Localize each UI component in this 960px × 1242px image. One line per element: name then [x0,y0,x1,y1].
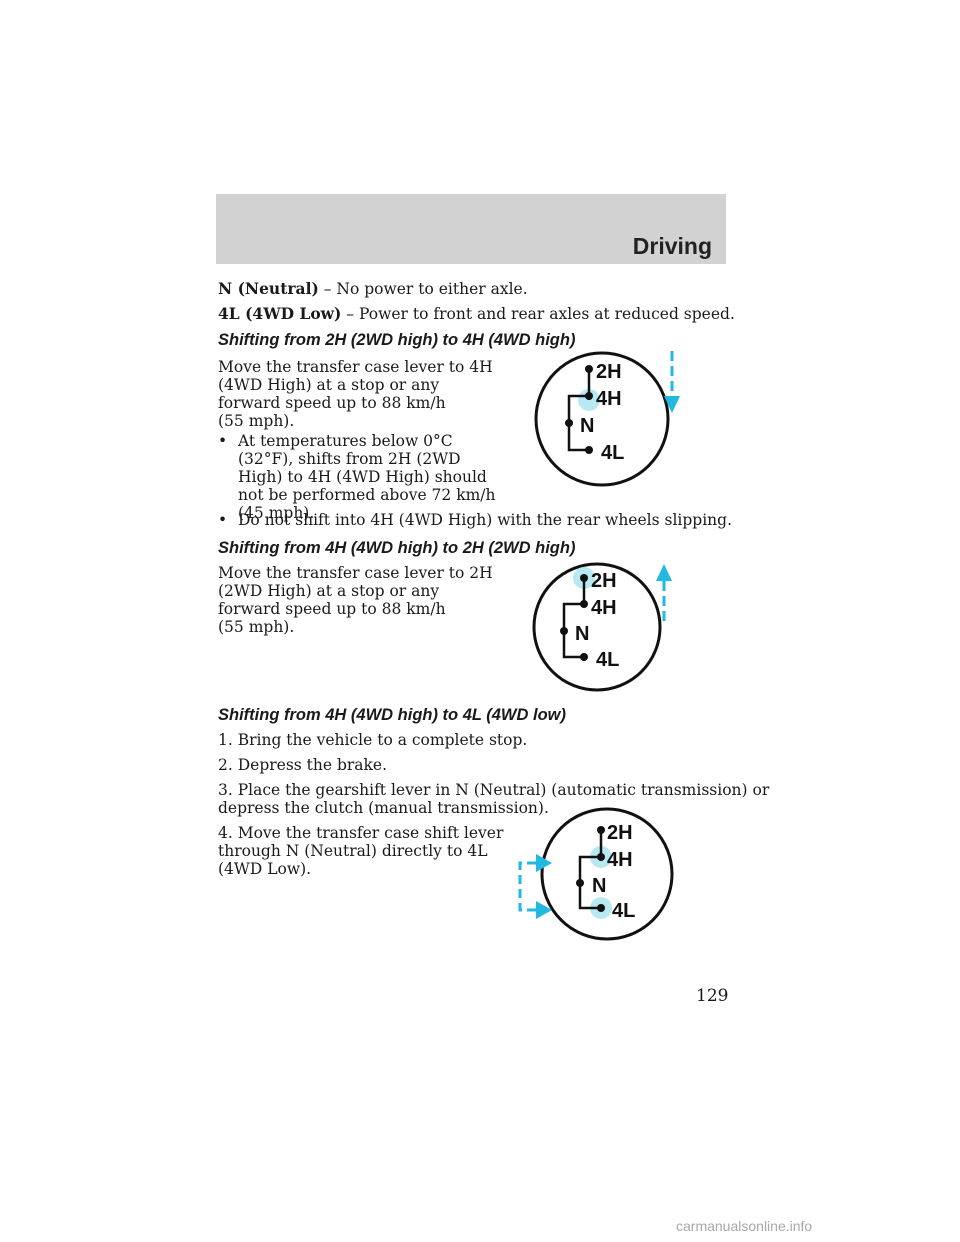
label-4l: 4L [612,900,635,922]
bullet-line: High) to 4H (4WD High) should [238,468,487,486]
section3-heading: Shifting from 4H (4WD high) to 4L (4WD l… [218,706,566,724]
label-4l: 4L [596,649,619,671]
step-4-line: through N (Neutral) directly to 4L [218,842,488,860]
bullet-line: (45 mph). [238,504,315,522]
bullet-line: (32°F), shifts from 2H (2WD [238,450,461,468]
section1-bullet-2: • Do not shift into 4H (4WD High) with t… [218,511,732,529]
section2-line: (55 mph). [218,618,295,636]
label-n: N [580,415,594,437]
bullet-text: At temperatures below 0°C (32°F), shifts… [218,432,496,522]
position-dot-4l [597,904,605,912]
label-2h: 2H [591,570,617,592]
shift-arrow-path [518,861,536,912]
section1-bullet-1: • At temperatures below 0°C (32°F), shif… [218,432,496,522]
label-4l: 4L [601,442,624,464]
section1-line: (55 mph). [218,412,295,430]
bullet-marker: • [218,432,228,450]
section2-line: forward speed up to 88 km/h [218,600,446,618]
position-dot-n [576,879,584,887]
step-4-line: (4WD Low). [218,860,312,878]
bullet-line: At temperatures below 0°C [238,432,453,450]
section-title: Driving [632,233,712,259]
section1-line: Move the transfer case lever to 4H [218,358,493,376]
section2-line: Move the transfer case lever to 2H [218,564,493,582]
4wd-low-definition: 4L (4WD Low) – Power to front and rear a… [218,304,735,324]
neutral-desc: – No power to either axle. [323,280,528,298]
shift-diagram-2h-to-4h: 2H 4H N 4L [534,351,680,487]
arrow-right-icon [536,901,552,919]
section1-paragraph: Move the transfer case lever to 4H (4WD … [218,358,493,430]
position-dot-4l [580,653,588,661]
label-2h: 2H [596,361,622,383]
label-n: N [592,875,606,897]
position-dot-2h [580,574,588,582]
shift-diagram-4h-to-2h: 2H 4H N 4L [532,562,672,692]
diagram-circle [532,562,662,692]
label-2h: 2H [607,822,633,844]
step-4: 4. Move the transfer case shift lever th… [218,824,503,878]
position-dot-4l [585,446,593,454]
position-dot-2h [597,826,605,834]
label-4h: 4H [591,597,617,619]
section1-heading: Shifting from 2H (2WD high) to 4H (4WD h… [218,331,576,349]
page-number: 129 [696,986,729,1006]
position-dot-4h [580,600,588,608]
shift-diagram-4h-to-4l: 2H 4H N 4L [518,807,674,941]
neutral-term: N (Neutral) [218,279,319,298]
label-n: N [575,623,589,645]
label-4h: 4H [607,849,633,871]
section1-line: forward speed up to 88 km/h [218,394,446,412]
step-4-line: 4. Move the transfer case shift lever [218,824,504,842]
arrow-right-icon [536,854,552,872]
section2-heading: Shifting from 4H (4WD high) to 2H (2WD h… [218,539,576,557]
section1-line: (4WD High) at a stop or any [218,376,440,394]
step-1: 1. Bring the vehicle to a complete stop. [218,731,528,749]
watermark-text: carmanualsonline.info [676,1218,813,1234]
section-header: Driving [216,194,726,264]
bullet-marker: • [218,511,228,529]
position-dot-4h [597,853,605,861]
step-3-line: 3. Place the gearshift lever in N (Neutr… [218,781,770,799]
bullet-text: Do not shift into 4H (4WD High) with the… [238,511,732,529]
step-3-line: depress the clutch (manual transmission)… [218,799,549,817]
bullet-line: not be performed above 72 km/h [238,486,496,504]
section2-line: (2WD High) at a stop or any [218,582,440,600]
position-dot-4h [585,392,593,400]
4wd-low-desc: – Power to front and rear axles at reduc… [346,305,735,323]
neutral-definition: N (Neutral) – No power to either axle. [218,279,528,299]
arrow-up-icon [656,564,672,581]
step-3: 3. Place the gearshift lever in N (Neutr… [218,781,769,817]
diagram-circle [534,351,670,487]
position-dot-n [565,419,573,427]
step-2: 2. Depress the brake. [218,756,388,774]
position-dot-n [560,627,568,635]
4wd-low-term: 4L (4WD Low) [218,304,342,323]
diagram-circle [540,807,674,941]
section2-paragraph: Move the transfer case lever to 2H (2WD … [218,564,493,636]
label-4h: 4H [596,388,622,410]
position-dot-2h [585,365,593,373]
arrow-down-icon [664,396,680,413]
